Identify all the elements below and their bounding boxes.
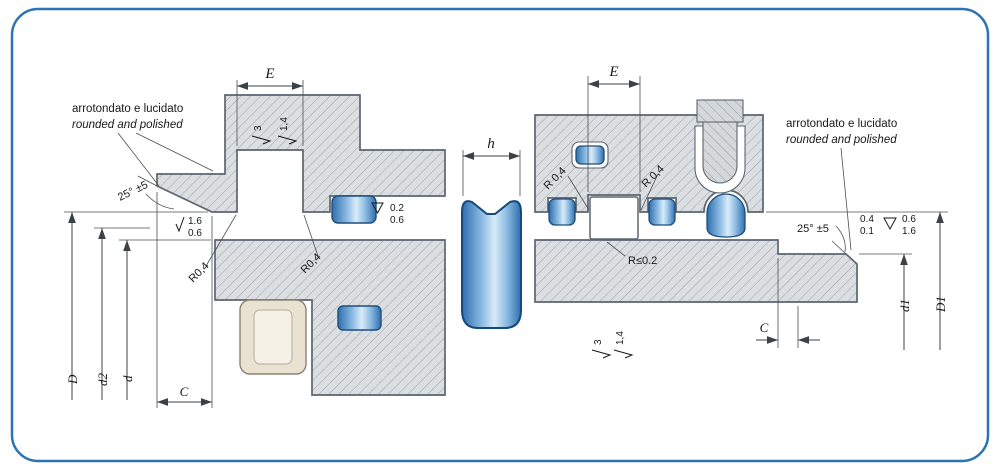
right-dim-E-label: E: [608, 64, 618, 80]
right-bolt-head: [696, 99, 744, 123]
right-roughness-end-1a: 0.4: [860, 214, 874, 225]
right-note-english: rounded and polished: [786, 134, 897, 146]
right-seal-in-groove: [589, 196, 639, 240]
right-roughness-end: 0.4 0.1 0.6 1.6: [860, 214, 916, 237]
left-beige-component-inner: [253, 309, 293, 365]
right-roughness-shaft-2-value: 1,4: [615, 331, 626, 345]
right-note-italian: arrotondato e lucidato: [786, 118, 897, 130]
right-dim-E: E: [587, 64, 641, 192]
right-angle-callout: 25° ±5: [797, 223, 847, 255]
right-dim-C-label: C: [760, 320, 769, 335]
left-angle-callout: 25° ±5: [116, 179, 150, 204]
right-radius-small-callout: R≤0.2: [606, 241, 657, 267]
right-blue-ring-right: [648, 198, 676, 226]
left-rod-section: [214, 239, 446, 396]
left-note-english: rounded and polished: [72, 119, 183, 131]
right-blue-dome-ring: [706, 193, 746, 238]
left-dim-C: C: [156, 192, 213, 408]
left-roughness-bore-1: 0.2: [390, 203, 404, 214]
right-dim-D1: D1: [766, 211, 948, 350]
right-blue-ring-left: [548, 198, 576, 226]
left-roughness-chamfer: 1.6 0.6: [175, 216, 202, 239]
left-roughness-chamfer-1: 1.6: [188, 216, 202, 227]
seal-dim-h-label: h: [487, 136, 495, 152]
seal-cross-section: [461, 200, 522, 329]
left-dim-D: D: [64, 211, 208, 400]
left-angle-label: 25° ±5: [116, 179, 150, 204]
left-lower-blue-ring: [337, 305, 382, 331]
right-bolt-body: [702, 119, 738, 184]
left-roughness-chamfer-2: 0.6: [188, 228, 202, 239]
right-dim-D1-label: D1: [933, 296, 948, 313]
right-roughness-end-2b: 1.6: [902, 226, 916, 237]
seal-dim-h: h: [462, 136, 521, 196]
right-roughness-shaft-1-value: 3: [593, 339, 604, 345]
right-view: E R 0,4 R 0,4 R≤0.2 3 1,4: [534, 64, 948, 359]
left-note-italian: arrotondato e lucidato: [72, 103, 183, 115]
left-dim-d: d: [119, 239, 211, 400]
right-roughness-shaft-2: 1,4: [613, 331, 634, 359]
right-port-oring: [575, 145, 605, 165]
panel-border: [10, 7, 990, 463]
right-roughness-end-2a: 0.6: [902, 214, 916, 225]
left-angle-arc: [145, 193, 175, 210]
right-dim-C: C: [756, 258, 820, 348]
left-roughness-groove-1-value: 3: [253, 125, 264, 131]
left-dim-D-label: D: [65, 374, 80, 385]
left-housing-section: [156, 94, 446, 213]
right-shaft-section: [534, 239, 858, 303]
left-roughness-groove-2-value: 1,4: [279, 117, 290, 131]
left-roughness-bore: 0.2 0.6: [371, 202, 404, 226]
left-dim-C-label: C: [180, 384, 189, 399]
left-dim-d2-label: d2: [95, 373, 110, 387]
right-dim-d1: d1: [859, 253, 912, 350]
left-roughness-bore-2: 0.6: [390, 215, 404, 226]
right-dim-d1-label: d1: [897, 299, 912, 312]
left-dim-d-label: d: [120, 375, 135, 382]
left-chamfer-extension-line: [137, 175, 158, 187]
left-radius-1-label: R0,4: [187, 260, 212, 285]
left-guide-ring: [331, 195, 377, 224]
right-roughness-shaft-1: 3: [591, 339, 612, 359]
right-roughness-end-1b: 0.1: [860, 226, 874, 237]
right-note: arrotondato e lucidato rounded and polis…: [786, 118, 897, 251]
left-note: arrotondato e lucidato rounded and polis…: [72, 103, 214, 187]
left-dim-E: E: [236, 66, 304, 146]
right-radius-small-label: R≤0.2: [628, 255, 657, 267]
left-roughness-groove-2: 1,4: [277, 117, 298, 145]
left-view: E 3 1,4 25° ±5 1.6 0.6 R0,4: [64, 66, 446, 408]
left-dim-d2: d2: [94, 227, 150, 400]
left-dim-E-label: E: [264, 66, 274, 82]
left-roughness-groove-1: 3: [251, 125, 272, 145]
right-angle-label: 25° ±5: [797, 223, 829, 235]
seal-profile-view: h: [461, 136, 522, 329]
